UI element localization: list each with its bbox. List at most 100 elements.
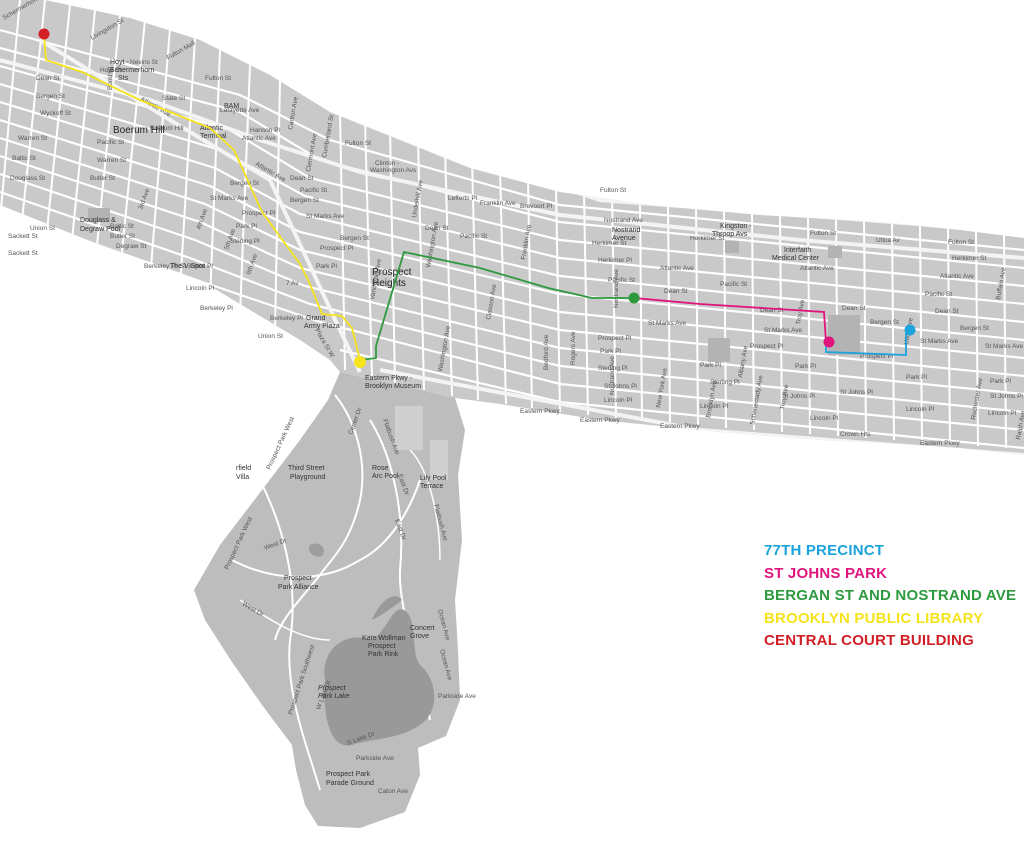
legend-brooklyn-public-library: BROOKLYN PUBLIC LIBRARY xyxy=(764,609,984,627)
svg-text:Nostrand: Nostrand xyxy=(612,227,641,234)
svg-text:Pacific St: Pacific St xyxy=(300,187,327,194)
svg-text:Washington Avs: Washington Avs xyxy=(370,167,417,174)
svg-text:Degraw St: Degraw St xyxy=(116,243,147,250)
svg-text:Degraw Pool: Degraw Pool xyxy=(80,226,121,233)
legend-bergan-st-and-nostrand-ave: BERGAN ST AND NOSTRAND AVE xyxy=(764,587,1017,604)
svg-text:Lefferts Pl: Lefferts Pl xyxy=(448,195,478,202)
svg-text:Park Pl: Park Pl xyxy=(700,362,722,369)
svg-text:State St: State St xyxy=(162,95,185,102)
svg-text:Prospect Pl: Prospect Pl xyxy=(242,210,276,217)
svg-text:Bergen St: Bergen St xyxy=(36,93,65,100)
svg-text:Brevoort Pl: Brevoort Pl xyxy=(520,203,553,210)
svg-text:Dean St: Dean St xyxy=(425,225,449,232)
svg-text:Terrace: Terrace xyxy=(420,483,443,490)
svg-text:Kate Wollman: Kate Wollman xyxy=(362,635,406,642)
svg-text:Berkeley Pl: Berkeley Pl xyxy=(200,305,233,312)
svg-text:Union St: Union St xyxy=(30,225,55,232)
svg-text:Schermerhorn: Schermerhorn xyxy=(110,67,154,74)
svg-text:Park Alliance: Park Alliance xyxy=(278,584,319,591)
svg-text:Nevins St: Nevins St xyxy=(130,59,158,66)
svg-text:Sterling Pl: Sterling Pl xyxy=(230,238,260,245)
route-markers xyxy=(38,28,916,368)
svg-text:St Johns Pl: St Johns Pl xyxy=(990,393,1023,400)
svg-text:Parkside Ave: Parkside Ave xyxy=(356,755,394,762)
svg-text:Wyckoff St: Wyckoff St xyxy=(40,110,71,117)
map-legend: 77TH PRECINCT ST JOHNS PARK BERGAN ST AN… xyxy=(764,540,1016,653)
svg-text:Hoyt St: Hoyt St xyxy=(100,67,122,74)
svg-text:Lincoln Pl: Lincoln Pl xyxy=(700,403,729,410)
svg-text:Prospect Pl: Prospect Pl xyxy=(598,335,632,342)
prospect-park xyxy=(194,372,465,828)
svg-text:Playground: Playground xyxy=(290,474,326,481)
svg-text:Park Pl: Park Pl xyxy=(990,378,1012,385)
svg-text:Arc Pool: Arc Pool xyxy=(372,473,399,480)
svg-text:St Marks Ave: St Marks Ave xyxy=(306,213,345,220)
svg-text:Fulton St: Fulton St xyxy=(600,187,626,194)
svg-text:Dean St: Dean St xyxy=(935,308,959,315)
svg-text:7 Av: 7 Av xyxy=(286,280,299,287)
svg-text:Lincoln Pl: Lincoln Pl xyxy=(186,285,215,292)
svg-text:Dean St: Dean St xyxy=(842,305,866,312)
svg-text:Butler St: Butler St xyxy=(110,233,135,240)
svg-text:Bergen St: Bergen St xyxy=(870,319,899,326)
svg-text:Lincoln Pl: Lincoln Pl xyxy=(810,415,839,422)
svg-text:Pacific St: Pacific St xyxy=(460,233,487,240)
svg-text:Throop Avs: Throop Avs xyxy=(712,231,748,238)
svg-text:Crown Hts: Crown Hts xyxy=(840,431,871,438)
svg-text:Fulton St: Fulton St xyxy=(948,239,974,246)
svg-text:Butler St: Butler St xyxy=(90,175,115,182)
svg-text:Bergen St: Bergen St xyxy=(340,235,369,242)
svg-text:Medical Center: Medical Center xyxy=(772,255,820,262)
svg-text:Eastern Pkwy: Eastern Pkwy xyxy=(920,440,960,447)
svg-text:Villa: Villa xyxy=(236,474,249,481)
marker-st-johns-park[interactable] xyxy=(823,336,835,348)
svg-text:Douglass &: Douglass & xyxy=(80,217,116,224)
svg-text:Berkeley Pl: Berkeley Pl xyxy=(270,315,303,322)
marker-77th-precinct[interactable] xyxy=(904,324,916,336)
route-yellow xyxy=(43,33,361,361)
svg-text:Baltic St: Baltic St xyxy=(110,223,134,230)
svg-text:Third Street: Third Street xyxy=(288,465,325,472)
marker-brooklyn-public-library[interactable] xyxy=(354,356,366,368)
svg-text:Army Plaza: Army Plaza xyxy=(304,323,340,330)
svg-text:Eastern Pkwy: Eastern Pkwy xyxy=(660,423,700,430)
svg-text:Eastern Pkwy -: Eastern Pkwy - xyxy=(365,375,413,382)
svg-text:Park Lake: Park Lake xyxy=(318,693,350,700)
svg-text:Franklin Ave: Franklin Ave xyxy=(480,200,516,207)
svg-text:Troy Ave: Troy Ave xyxy=(779,384,790,410)
svg-text:Sts: Sts xyxy=(118,75,129,82)
svg-text:St Johns Pl: St Johns Pl xyxy=(604,383,637,390)
svg-text:Avenue: Avenue xyxy=(612,235,636,242)
svg-text:Grove: Grove xyxy=(410,633,429,640)
svg-text:Heights: Heights xyxy=(372,278,406,289)
svg-text:Fulton St: Fulton St xyxy=(810,230,836,237)
svg-text:St Johns Pl: St Johns Pl xyxy=(840,389,873,396)
svg-text:Bond St: Bond St xyxy=(107,67,114,90)
svg-text:Herkimer St: Herkimer St xyxy=(952,255,987,262)
svg-text:BAM: BAM xyxy=(224,103,239,110)
svg-text:St Marks Ave: St Marks Ave xyxy=(985,343,1024,350)
svg-text:Herkimer St: Herkimer St xyxy=(592,240,627,247)
svg-text:Sterling Pl: Sterling Pl xyxy=(710,379,740,386)
svg-text:Prospect: Prospect xyxy=(284,575,312,582)
svg-text:Baltic St: Baltic St xyxy=(12,155,36,162)
svg-text:Dean St: Dean St xyxy=(290,175,314,182)
svg-text:Bedford Ave: Bedford Ave xyxy=(543,334,550,370)
svg-text:Boerum Hill: Boerum Hill xyxy=(150,125,184,132)
svg-text:Terminal: Terminal xyxy=(200,133,227,140)
svg-text:Prospect: Prospect xyxy=(318,685,347,692)
svg-text:Boerum Hill: Boerum Hill xyxy=(113,125,165,136)
svg-text:Dean St: Dean St xyxy=(36,75,60,82)
marker-central-court-building[interactable] xyxy=(38,28,50,40)
svg-text:Troy Ave: Troy Ave xyxy=(795,299,806,325)
svg-text:St Johns Pl: St Johns Pl xyxy=(782,393,815,400)
svg-text:Lincoln Pl: Lincoln Pl xyxy=(906,406,935,413)
route-magenta xyxy=(633,297,827,343)
svg-text:Herkimer St: Herkimer St xyxy=(690,235,725,242)
svg-text:Bergen St: Bergen St xyxy=(290,197,319,204)
svg-text:Prospect Pl: Prospect Pl xyxy=(860,353,894,360)
svg-text:Eastern Pkwy: Eastern Pkwy xyxy=(580,417,620,424)
svg-text:Rose: Rose xyxy=(372,465,388,472)
marker-bergan-st-and-nostrand-ave[interactable] xyxy=(628,292,640,304)
